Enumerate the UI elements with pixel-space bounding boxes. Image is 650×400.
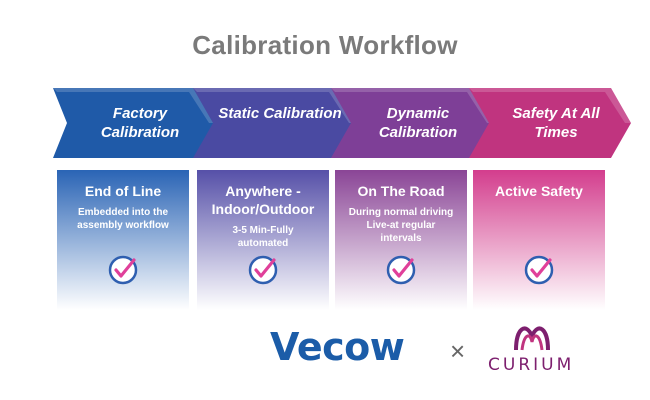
- stage-arrow-highlight-4: [469, 88, 631, 123]
- stage-card-heading: End of Line: [84, 183, 162, 199]
- vecow-logo: Vecow: [270, 325, 405, 369]
- stage-arrow-highlight-1: [53, 88, 215, 123]
- stage-arrow-1: [53, 88, 215, 158]
- stage-label-3: Dynamic Calibration: [378, 105, 458, 141]
- stage-card-bg-3: [335, 170, 467, 310]
- stage-card-2: Anywhere - Indoor/Outdoor 3-5 Min-Fully a…: [201, 170, 325, 302]
- stage-arrow-2: [193, 88, 355, 158]
- stage-card-description: During normal driving Live-at regular in…: [348, 207, 454, 244]
- curium-logo-text: CURIUM: [488, 355, 575, 375]
- checkmark-icon: [108, 255, 138, 285]
- stage-card-4: Active Safety: [477, 170, 601, 302]
- stage-card-bg-4: [473, 170, 605, 310]
- stage-arrow-highlight-2: [193, 88, 355, 123]
- checkmark-icon: [248, 255, 278, 285]
- stage-card-description: Embedded into the assembly workflow: [77, 207, 169, 231]
- stage-arrow-highlight-3: [331, 88, 493, 123]
- stage-arrow-4: [469, 88, 631, 158]
- stage-card-bg-2: [197, 170, 329, 310]
- stage-arrow-3: [331, 88, 493, 158]
- curium-logo-mark-icon: [514, 326, 550, 351]
- checkmark-icon: [524, 255, 554, 285]
- page-title: Calibration Workflow: [192, 30, 458, 60]
- stage-card-description: 3-5 Min-Fully automated: [232, 225, 294, 249]
- stage-card-heading: On The Road: [357, 183, 445, 199]
- collaboration-x-icon: ×: [450, 336, 466, 366]
- stage-card-heading: Anywhere - Indoor/Outdoor: [211, 183, 315, 217]
- stage-card-bg-1: [57, 170, 189, 310]
- stage-label-1: Factory Calibration: [100, 105, 180, 141]
- stage-label-4: Safety At All Times: [512, 105, 600, 141]
- checkmark-icon: [386, 255, 416, 285]
- stage-card-heading: Active Safety: [495, 183, 583, 199]
- stage-label-2: Static Calibration: [218, 105, 342, 122]
